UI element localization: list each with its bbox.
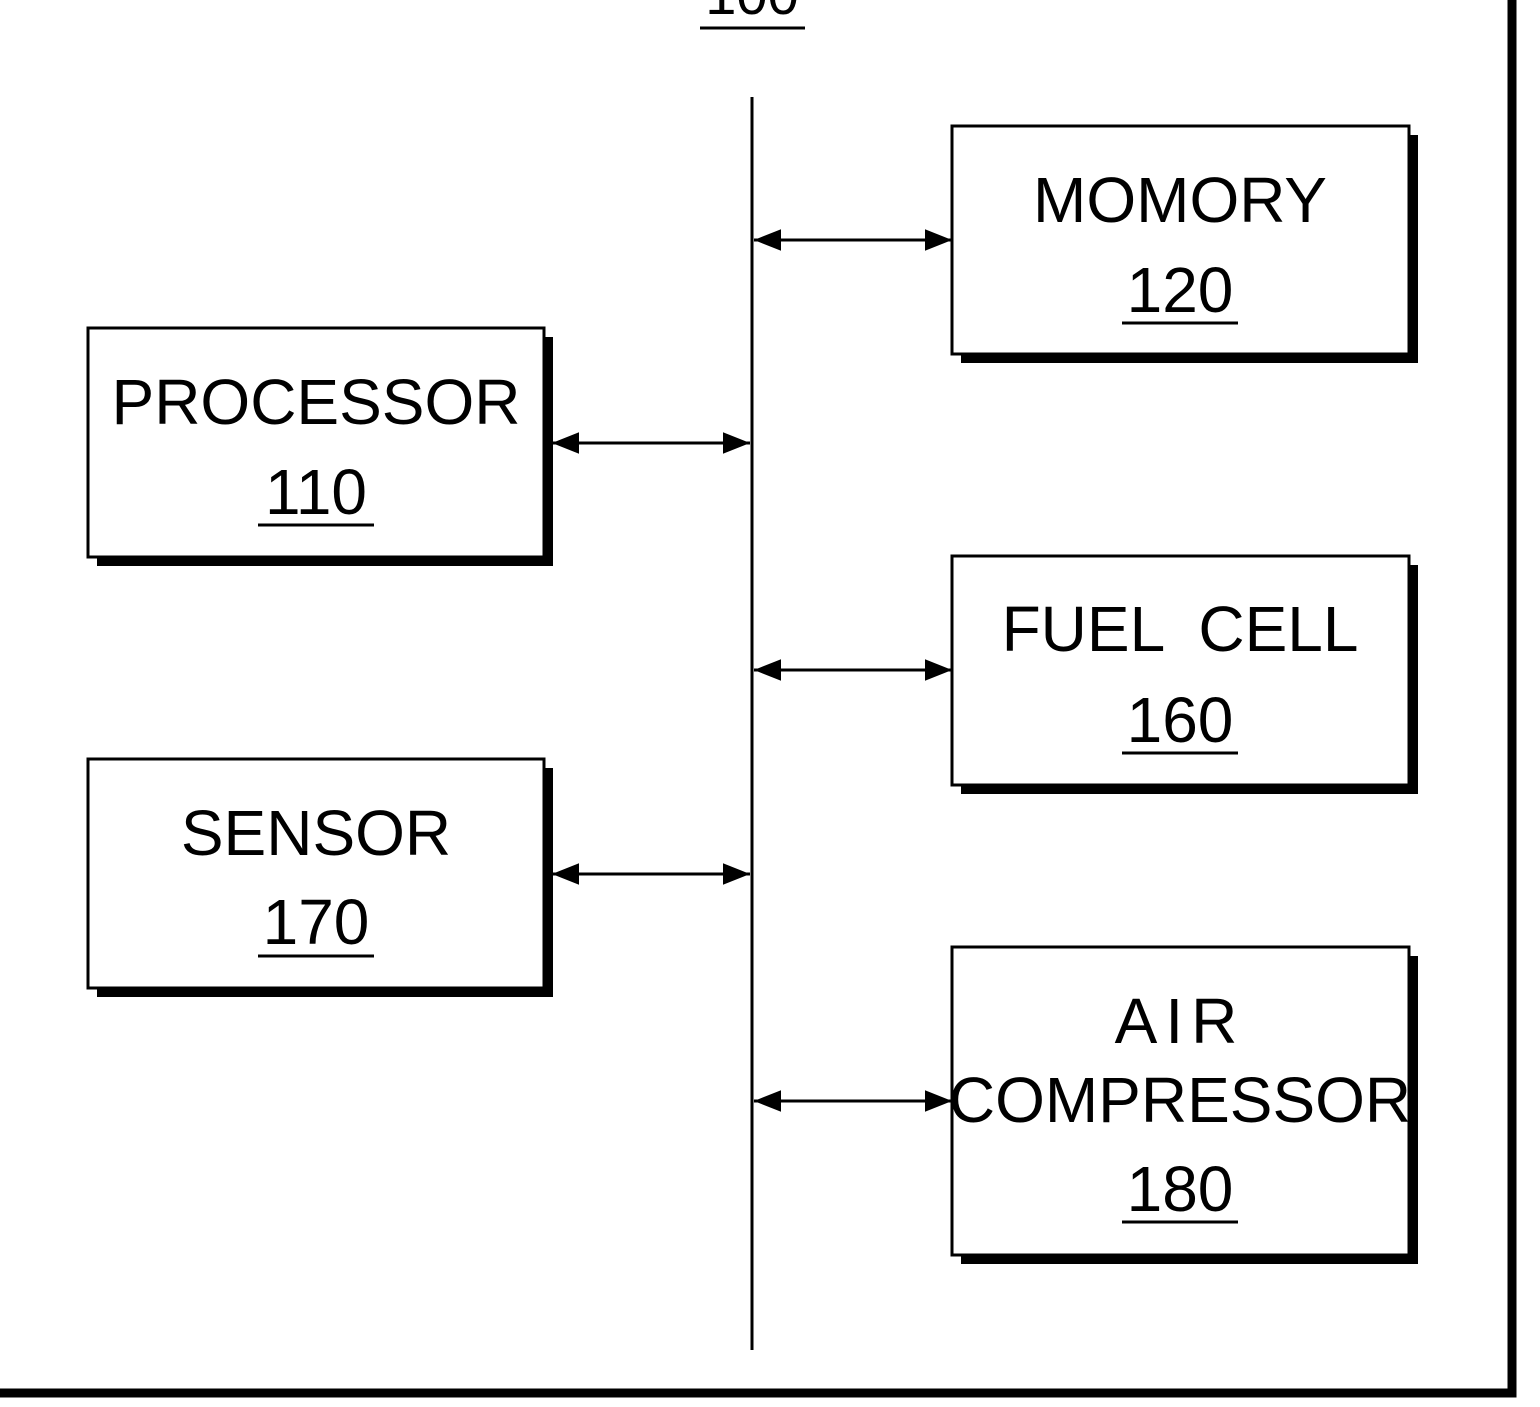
- sensor-name: SENSOR: [181, 797, 451, 869]
- air-compressor-ref: 180: [1127, 1153, 1234, 1225]
- processor-ref: 110: [265, 456, 367, 528]
- system-reference-label: 100: [705, 0, 798, 26]
- fuel-cell-block: FUEL CELL 160: [952, 556, 1418, 794]
- memory-ref: 120: [1127, 254, 1234, 326]
- sensor-ref: 170: [263, 886, 370, 958]
- air-compressor-name-line1: AIR: [1115, 985, 1246, 1057]
- memory-block: MOMORY 120: [952, 126, 1418, 363]
- system-reference: 100: [700, 0, 805, 28]
- air-compressor-block: AIR COMPRESSOR 180: [949, 947, 1418, 1264]
- processor-name: PROCESSOR: [112, 366, 521, 438]
- sensor-block: SENSOR 170: [88, 759, 553, 997]
- memory-name: MOMORY: [1033, 164, 1327, 236]
- fuel-cell-ref: 160: [1127, 684, 1234, 756]
- processor-block: PROCESSOR 110: [88, 328, 553, 566]
- fuel-cell-name: FUEL CELL: [1002, 593, 1359, 665]
- air-compressor-name-line2: COMPRESSOR: [949, 1064, 1411, 1136]
